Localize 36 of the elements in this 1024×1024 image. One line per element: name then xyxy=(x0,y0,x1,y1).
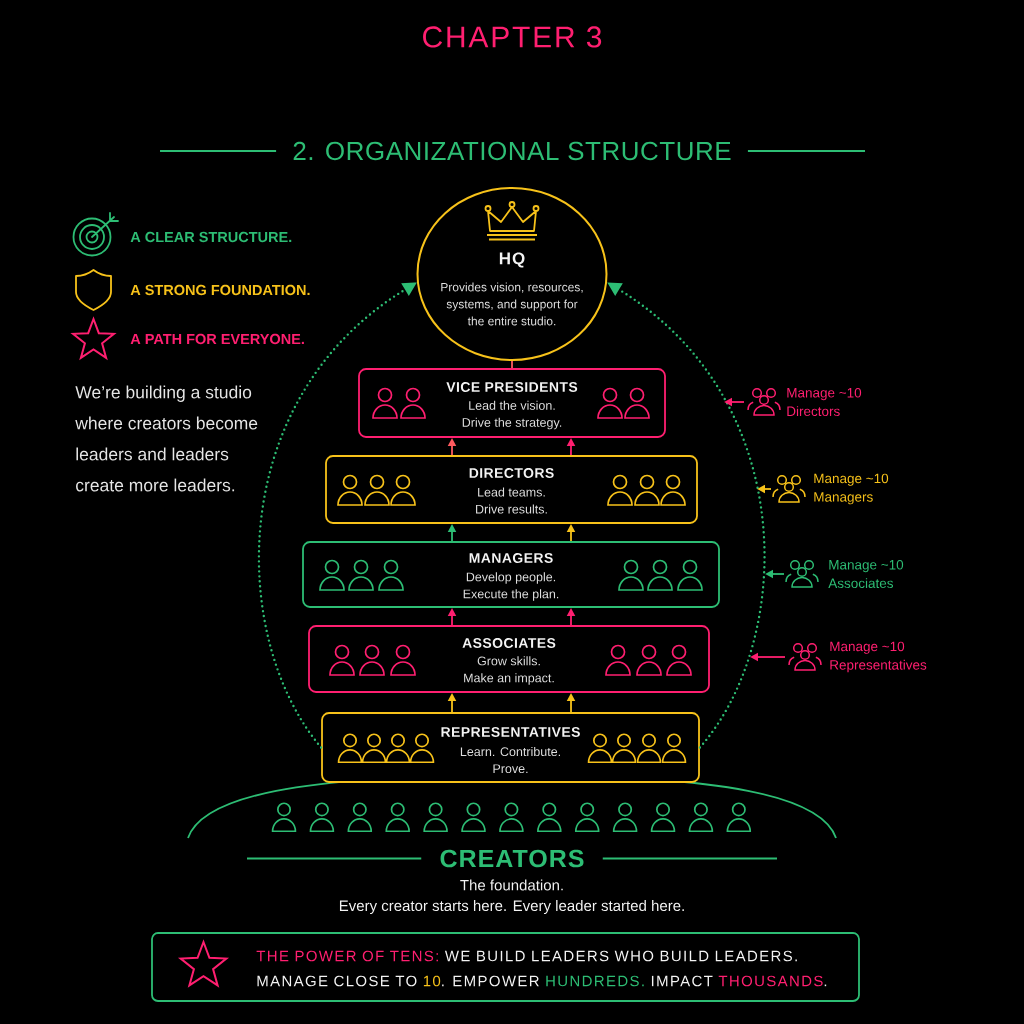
node-label: THE POWER OF TENS: xyxy=(256,950,438,962)
callout-text: THE POWER OF TENS: WE BUILD LEADERS WHO BUILD LEADERS. MANAGE CLOSE TO 10. EMPOWER HUNDREDS. IMPACT THOUSANDS. xyxy=(256,950,827,987)
tier-description: Lead the vision. Drive the strategy. xyxy=(462,400,562,430)
node-label: . xyxy=(824,984,827,987)
chapter-heading: CHAPTER 3 xyxy=(423,26,602,48)
feature-text: A PATH FOR EVERYONE. xyxy=(130,333,304,345)
annotation-text: Manage ~10 Representatives xyxy=(830,641,927,673)
annotation-text: Manage ~10 Managers xyxy=(814,473,889,505)
caption-text: Every creator starts here. Every leader started here. xyxy=(339,900,684,914)
section-title: 2. ORGANIZATIONAL STRUCTURE xyxy=(293,141,731,161)
annotation-text: Manage ~10 Associates xyxy=(828,560,904,589)
annotation-text: Manage ~10 Directors xyxy=(787,388,862,417)
feature-text: A CLEAR STRUCTURE. xyxy=(130,231,292,243)
feature-text: A STRONG FOUNDATION. xyxy=(130,284,310,296)
tier-title: MANAGERS xyxy=(469,553,553,563)
tier-description: Grow skills. Make an impact. xyxy=(464,656,554,685)
caption-text: The foundation. xyxy=(460,879,563,891)
tier-description: Develop people. Execute the plan. xyxy=(463,572,559,601)
tier-title: HQ xyxy=(499,252,525,268)
node-label: WE BUILD LEADERS WHO BUILD LEADERS. xyxy=(444,950,797,962)
tier-description: Provides vision, resources, systems, and support for the entire studio. xyxy=(441,282,583,326)
tier-title: VICE PRESIDENTS xyxy=(446,382,578,392)
node-label: IMPACT xyxy=(651,975,713,987)
connector-line xyxy=(511,360,513,369)
tier-title: DIRECTORS xyxy=(469,468,554,478)
tier-title: REPRESENTATIVES xyxy=(441,727,580,737)
node-label: 10 xyxy=(423,975,441,987)
node-label: . EMPOWER xyxy=(442,975,539,987)
tier-description: Lead teams. Drive results. xyxy=(476,487,547,514)
tier-title: ASSOCIATES xyxy=(462,638,556,648)
node-label: THOUSANDS xyxy=(718,975,823,987)
group-heading: CREATORS xyxy=(440,849,584,868)
tier-description: Learn. Contribute. Prove. xyxy=(460,746,560,774)
node-label: MANAGE CLOSE TO xyxy=(257,975,417,987)
node-label: HUNDREDS. xyxy=(546,975,644,987)
intro-paragraph: We’re building a studio where creators become leaders and leaders create more leaders. xyxy=(75,385,258,492)
